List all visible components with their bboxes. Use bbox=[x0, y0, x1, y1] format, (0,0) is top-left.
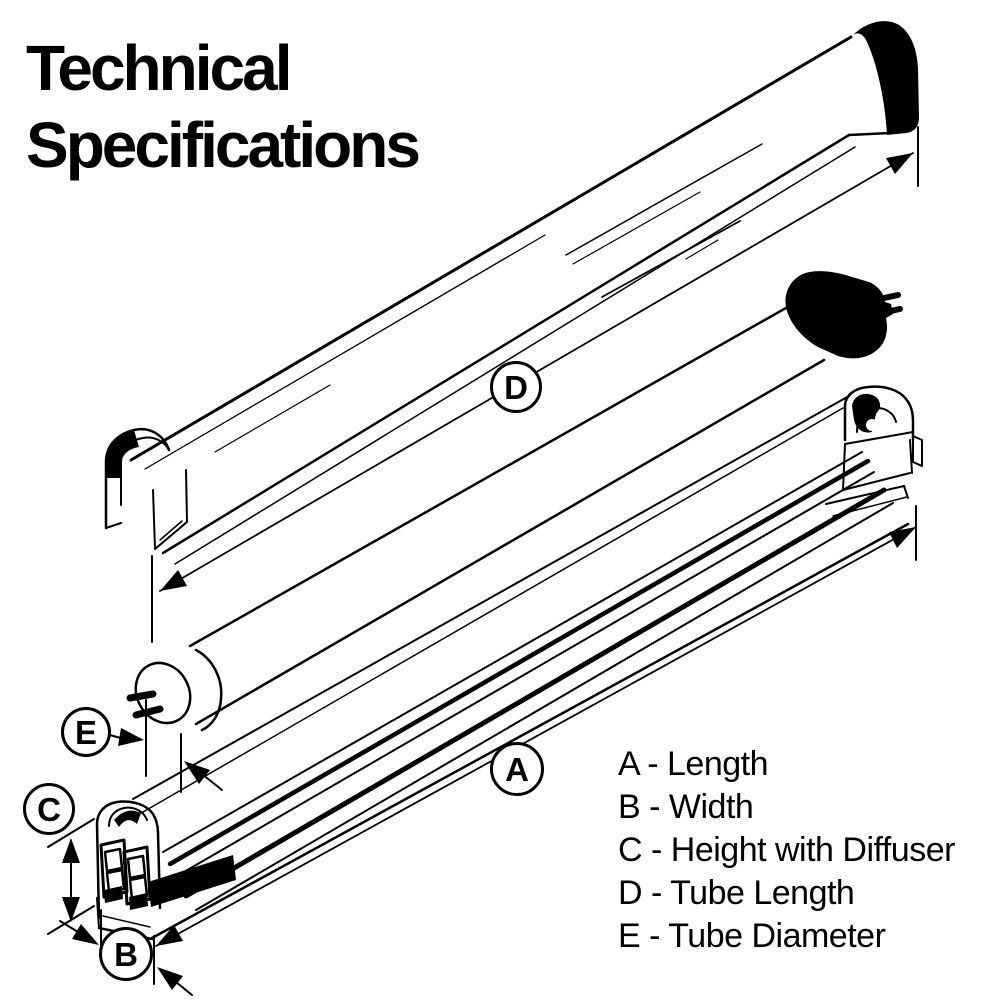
callout-c: C bbox=[23, 783, 75, 835]
fixture-label-stripe bbox=[148, 855, 236, 907]
arrowhead bbox=[889, 527, 916, 548]
page-title-line1: Technical bbox=[26, 32, 292, 104]
callout-b: B bbox=[99, 927, 153, 981]
fixture-tab bbox=[912, 435, 923, 467]
tube-illustration bbox=[126, 271, 903, 732]
fixture-illustration bbox=[95, 385, 923, 941]
legend-item-b: B - Width bbox=[618, 788, 754, 826]
tube-end-cap bbox=[785, 271, 893, 359]
arrowhead bbox=[156, 925, 183, 946]
tube-pin bbox=[126, 690, 157, 702]
arrowhead bbox=[886, 153, 913, 174]
arrowhead bbox=[184, 761, 210, 784]
tube-pin bbox=[881, 292, 901, 301]
arrowhead bbox=[72, 924, 99, 945]
tube-pin bbox=[883, 306, 903, 315]
page-title-line2: Specifications bbox=[26, 109, 421, 181]
arrowhead bbox=[62, 838, 80, 863]
legend: A - Length B - Width C - Height with Dif… bbox=[618, 743, 955, 958]
dimension-e bbox=[109, 699, 223, 793]
diffuser-end-cap bbox=[853, 21, 919, 135]
legend-item-a: A - Length bbox=[618, 745, 769, 783]
callout-d: D bbox=[490, 361, 542, 413]
tube-pin bbox=[132, 705, 164, 719]
page-title: Technical Specifications bbox=[26, 30, 421, 184]
arrowhead bbox=[157, 967, 183, 990]
arrowhead bbox=[160, 570, 187, 591]
legend-item-d: D - Tube Length bbox=[618, 874, 855, 912]
fixture-left-lampholder bbox=[95, 800, 162, 941]
arrowhead bbox=[118, 728, 144, 746]
dimension-a bbox=[153, 505, 917, 985]
legend-item-e: E - Tube Diameter bbox=[618, 917, 886, 955]
callout-e: E bbox=[61, 707, 111, 757]
switch bbox=[122, 845, 152, 906]
diffuser-illustration bbox=[104, 21, 919, 565]
arrowhead bbox=[62, 897, 80, 922]
callout-a: A bbox=[490, 742, 544, 796]
dimension-c bbox=[47, 818, 95, 935]
fixture-right-lampholder bbox=[825, 385, 923, 517]
legend-item-c: C - Height with Diffuser bbox=[618, 831, 955, 869]
